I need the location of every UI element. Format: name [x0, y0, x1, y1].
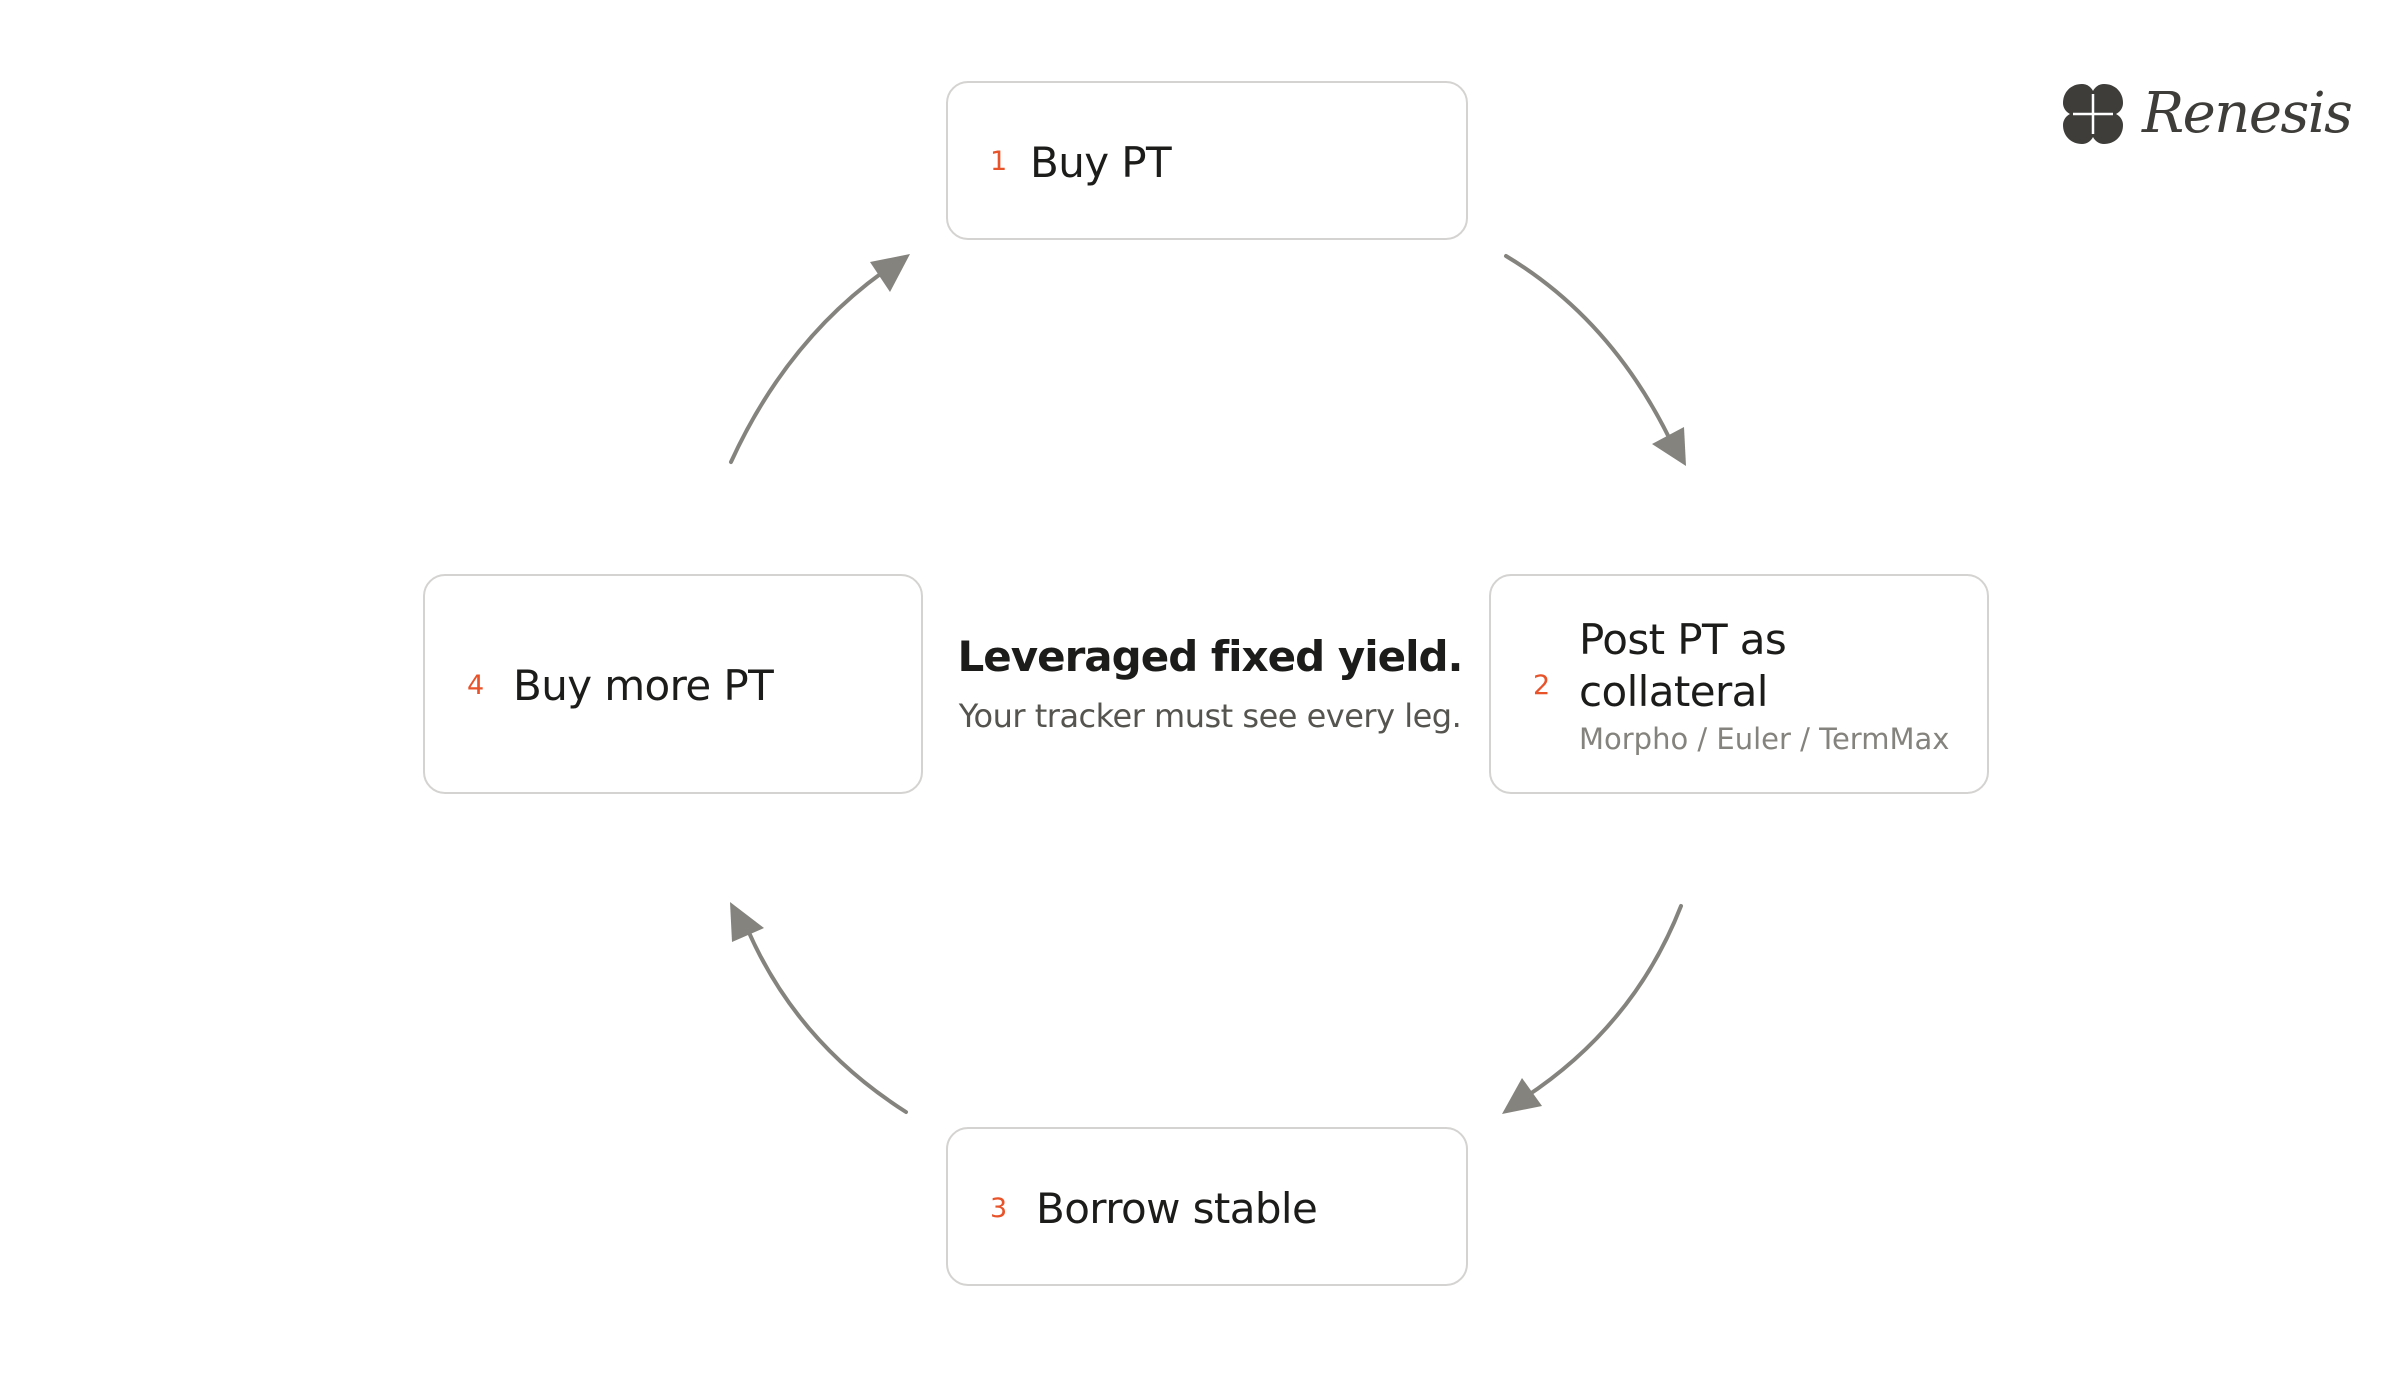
step-title: Buy more PT: [513, 661, 774, 710]
arrow-head-step3-to-step4: [730, 902, 764, 942]
step-box-borrow-stable: 3 Borrow stable: [946, 1127, 1468, 1286]
step-box-buy-more-pt: 4 Buy more PT: [423, 574, 923, 794]
arrow-head-step1-to-step2: [1652, 427, 1686, 466]
step-subtitle-protocols: Morpho / Euler / TermMax: [1579, 722, 1950, 756]
center-title: Leveraged fixed yield.: [957, 632, 1463, 681]
center-subtitle: Your tracker must see every leg.: [958, 697, 1462, 735]
step-box-buy-pt: 1 Buy PT: [946, 81, 1468, 240]
four-petal-clover-icon: [2063, 84, 2123, 144]
step-number: 3: [990, 1193, 1008, 1224]
step-number: 2: [1533, 670, 1551, 701]
step-box-post-pt-collateral: 2 Post PT as collateral Morpho / Euler /…: [1489, 574, 1989, 794]
step-number: 4: [467, 670, 485, 701]
arrow-step4-to-step1: [729, 270, 885, 464]
arrow-step2-to-step3: [1522, 904, 1683, 1100]
step-number: 1: [990, 146, 1008, 177]
step-title: Buy PT: [1030, 138, 1172, 187]
arrow-step1-to-step2: [1504, 254, 1678, 454]
step-title: Post PT as collateral: [1579, 615, 1787, 716]
brand-logo: Renesis: [2060, 78, 2353, 150]
arrow-step3-to-step4: [745, 926, 908, 1114]
brand-name: Renesis: [2142, 81, 2353, 146]
arrow-head-step4-to-step1: [870, 254, 910, 292]
arrow-head-step2-to-step3: [1502, 1078, 1542, 1114]
step-title: Borrow stable: [1036, 1184, 1318, 1233]
